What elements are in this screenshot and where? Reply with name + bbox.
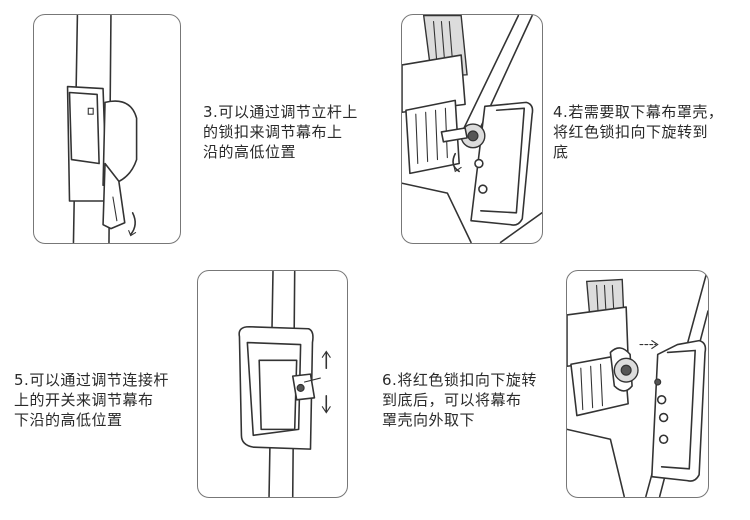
step-4-text: 若需要取下幕布罩壳， 将红色锁扣向下旋转到 底: [553, 103, 724, 161]
step-5-caption: 5.可以通过调节连接杆 上的开关来调节幕布 下沿的高低位置: [14, 370, 169, 430]
step-5-number: 5.: [14, 371, 30, 389]
step-3-caption: 3.可以通过调节立杆上 的锁扣来调节幕布上 沿的高低位置: [203, 102, 358, 162]
step-6-caption: 6.将红色锁扣向下旋转 到底后，可以将幕布 罩壳向外取下: [382, 370, 537, 430]
step-3-number: 3.: [203, 103, 219, 121]
step-4-caption: 4.若需要取下幕布罩壳， 将红色锁扣向下旋转到 底: [553, 102, 723, 162]
step-3-illustration: [33, 14, 181, 244]
step-5-text: 可以通过调节连接杆 上的开关来调节幕布 下沿的高低位置: [14, 371, 169, 429]
step-6-illustration: [566, 270, 709, 498]
step-6-text: 将红色锁扣向下旋转 到底后，可以将幕布 罩壳向外取下: [382, 371, 537, 429]
step-3-text: 可以通过调节立杆上 的锁扣来调节幕布上 沿的高低位置: [203, 103, 358, 161]
step-4-illustration: [401, 14, 543, 244]
step-4-number: 4.: [553, 103, 569, 121]
step-6-number: 6.: [382, 371, 398, 389]
step-5-illustration: [197, 270, 348, 498]
